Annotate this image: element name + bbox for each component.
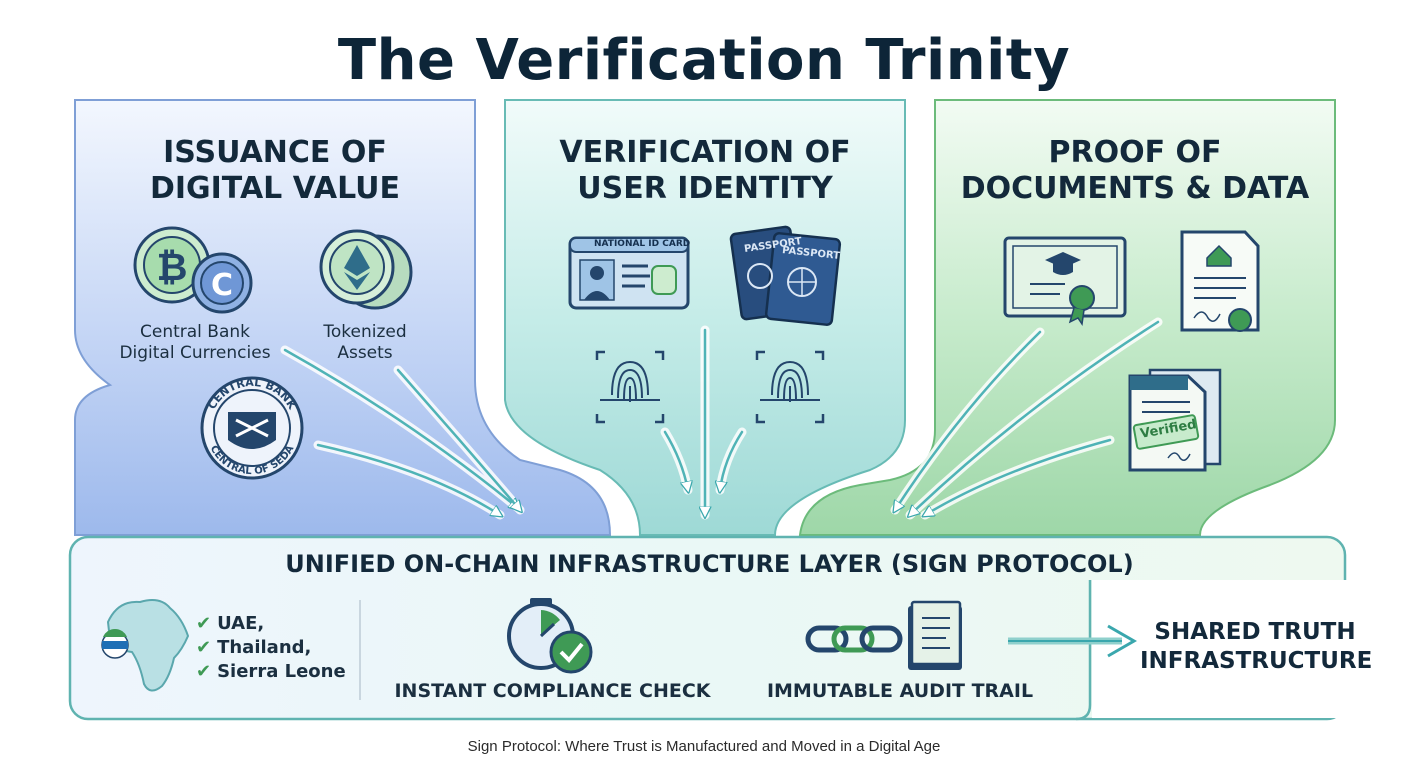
country-name: Sierra Leone	[217, 661, 346, 682]
heading-documents: PROOF OF DOCUMENTS & DATA	[935, 135, 1335, 207]
country-list: ✔UAE, ✔Thailand, ✔Sierra Leone	[196, 612, 346, 684]
country-item: ✔UAE,	[196, 612, 346, 636]
feature-compliance-check: INSTANT COMPLIANCE CHECK	[394, 680, 711, 702]
check-icon: ✔	[196, 613, 212, 634]
country-item: ✔Sierra Leone	[196, 660, 346, 684]
heading-identity: VERIFICATION OF USER IDENTITY	[505, 135, 905, 207]
seal-text-bottom: CENTRAL OF SEDA	[208, 443, 297, 477]
heading-issuance: ISSUANCE OF DIGITAL VALUE	[75, 135, 475, 207]
output-label: SHARED TRUTH INFRASTRUCTURE	[1140, 618, 1373, 676]
output-line-2: INFRASTRUCTURE	[1140, 648, 1373, 674]
country-name: Thailand,	[217, 637, 312, 658]
verified-document-icon	[1128, 368, 1222, 472]
id-card-label: NATIONAL ID CARD	[594, 239, 691, 249]
panel-cutout	[1092, 580, 1347, 718]
seal-text-ring: CENTRAL BANK CENTRAL OF SEDA	[205, 376, 299, 477]
label-cbdc: Central Bank Digital Currencies	[119, 322, 271, 363]
seal-text-top: CENTRAL BANK	[205, 376, 299, 412]
page-title: The Verification Trinity	[337, 28, 1071, 93]
cbdc-coins-icon: ₿ C	[133, 226, 253, 314]
flow-arrows	[280, 317, 1163, 520]
output-line-1: SHARED TRUTH	[1154, 619, 1356, 645]
certificate-icon	[1003, 236, 1127, 327]
tokenized-asset-icon	[319, 229, 413, 310]
fingerprint-icon-left	[595, 350, 665, 424]
infrastructure-title: UNIFIED ON-CHAIN INFRASTRUCTURE LAYER (S…	[285, 550, 1134, 578]
property-deed-icon	[1180, 230, 1260, 332]
africa-map-icon	[101, 599, 190, 692]
heading-documents-line-1: PROOF OF	[1048, 135, 1222, 170]
svg-text:C: C	[211, 268, 233, 303]
heading-identity-line-1: VERIFICATION OF	[559, 135, 851, 170]
label-tokenized-assets: Tokenized Assets	[323, 322, 407, 363]
central-bank-seal-icon	[200, 376, 304, 480]
feature-audit-trail: IMMUTABLE AUDIT TRAIL	[766, 680, 1034, 702]
check-icon: ✔	[196, 661, 212, 682]
check-icon: ✔	[196, 637, 212, 658]
panel-identity	[504, 99, 906, 536]
caption: Sign Protocol: Where Trust is Manufactur…	[467, 738, 941, 755]
country-name: UAE,	[217, 613, 265, 634]
chain-ledger-icon	[805, 600, 962, 670]
national-id-card-icon	[568, 236, 690, 310]
svg-text:₿: ₿	[157, 245, 188, 289]
passport-icon	[729, 225, 842, 326]
heading-identity-line-2: USER IDENTITY	[577, 171, 833, 206]
heading-issuance-line-1: ISSUANCE OF	[163, 135, 387, 170]
country-item: ✔Thailand,	[196, 636, 346, 660]
heading-issuance-line-2: DIGITAL VALUE	[149, 171, 401, 206]
stopwatch-icon	[507, 598, 593, 674]
heading-documents-line-2: DOCUMENTS & DATA	[960, 171, 1310, 206]
output-arrow	[1008, 624, 1138, 658]
fingerprint-icon-right	[755, 350, 825, 424]
